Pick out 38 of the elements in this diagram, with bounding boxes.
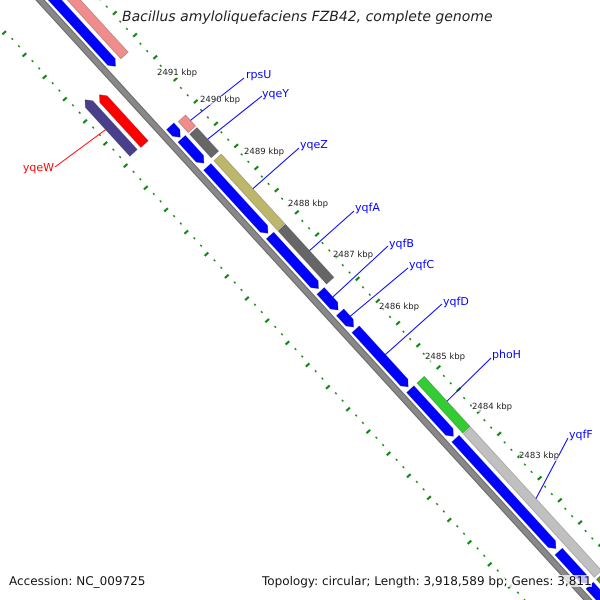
genome-stats-text: Topology: circular; Length: 3,918,589 bp; Genes: 3,811 [262, 575, 592, 587]
title: Bacillus amyloliquefaciens FZB42, complete genome [122, 10, 493, 24]
gene-segment [189, 126, 220, 158]
leader-line [535, 438, 568, 500]
accession-text: Accession: NC_009725 [9, 575, 146, 587]
scale-label: 2485 kbp [425, 353, 466, 362]
gene-segment [277, 224, 334, 285]
gene-segment [178, 114, 196, 134]
gene-segment [336, 308, 354, 328]
gene-segment [416, 376, 471, 434]
gene-label: rpsU [246, 69, 272, 80]
leader-line [309, 210, 354, 252]
scale-label: 2490 kbp [200, 96, 240, 104]
gene-label: yqfF [569, 429, 593, 440]
gene-segment [316, 286, 339, 311]
leader-line [252, 148, 300, 190]
leader-line [446, 358, 492, 402]
leader-line [384, 304, 442, 356]
gene-segment [351, 325, 409, 388]
gene-label: yqeW [22, 162, 54, 173]
gene-label: yqeZ [300, 139, 328, 150]
scale-label: 2483 kbp [519, 452, 560, 460]
scale-label: 2487 kbp [333, 251, 374, 260]
gene-segment [84, 99, 138, 157]
scale-label: 2486 kbp [379, 303, 420, 312]
scale-label: 2489 kbp [244, 148, 284, 156]
leader-line [350, 268, 408, 317]
scale-label: 2491 kbp [157, 69, 198, 78]
gene-label: yqfD [443, 296, 469, 307]
scale-label: 2484 kbp [472, 403, 512, 412]
gene-label: yqfC [409, 259, 434, 270]
gene-label: yqeY [262, 88, 289, 99]
scale-label: 2488 kbp [288, 200, 328, 208]
leader-line [190, 78, 244, 121]
leader-line [332, 246, 388, 298]
gene-label: phoH [492, 349, 521, 360]
gene-label: yqfB [389, 238, 414, 249]
gene-label: yqfA [355, 202, 380, 213]
